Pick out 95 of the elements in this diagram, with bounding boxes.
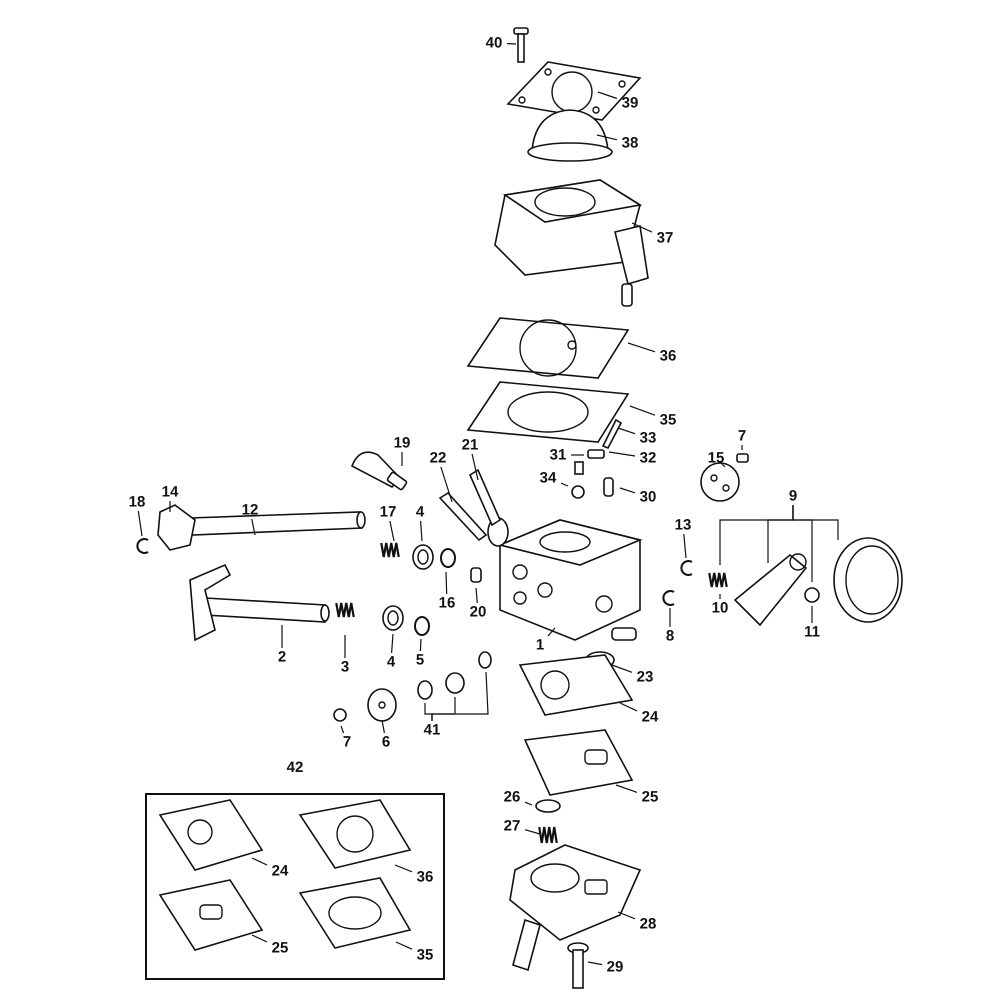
leader-line: [683, 534, 687, 558]
callout-number: 14: [162, 484, 178, 500]
leader-line: [620, 487, 636, 494]
leader-line: [618, 427, 636, 434]
callout-number: 3: [340, 660, 350, 674]
leader-line: [391, 634, 394, 654]
leader-line: [396, 941, 412, 950]
callout-number: 25: [272, 940, 288, 956]
leader-line: [389, 520, 395, 542]
leader-line: [251, 518, 256, 536]
callout-number: 31: [550, 448, 566, 462]
leader-line: [506, 43, 516, 45]
leader-line: [420, 638, 422, 652]
callout-number: 34: [540, 470, 556, 486]
leader-line: [632, 222, 652, 233]
leader-line: [741, 445, 743, 450]
leader-line: [598, 91, 618, 100]
leader-line: [547, 628, 556, 636]
callout-number: 9: [788, 488, 798, 504]
leader-line: [618, 911, 636, 920]
callout-number: 2: [278, 650, 286, 664]
leader-line: [628, 342, 656, 352]
callout-number: 39: [622, 96, 638, 110]
leader-line: [344, 635, 346, 658]
callout-number: 12: [242, 502, 258, 518]
leader-line: [608, 451, 636, 457]
leader-line: [420, 520, 423, 542]
callout-number: 27: [504, 818, 520, 834]
leader-line: [440, 466, 453, 502]
leader-line: [560, 482, 568, 487]
callout-number: 41: [424, 722, 440, 738]
callout-number: 32: [640, 450, 656, 466]
callout-number: 29: [606, 960, 624, 974]
leader-line: [472, 454, 479, 480]
callout-number: 17: [380, 504, 396, 520]
callout-number: 10: [712, 600, 728, 616]
callout-number: 35: [660, 412, 676, 428]
callout-number: 4: [416, 504, 424, 520]
leader-line: [616, 784, 638, 793]
leader-line: [445, 572, 448, 594]
leader-line: [669, 608, 671, 627]
callout-number: 5: [416, 652, 424, 668]
leader-line: [169, 501, 171, 512]
leader-line: [475, 588, 478, 604]
leader-line: [524, 829, 540, 835]
leader-line: [524, 802, 532, 806]
callout-number: 42: [286, 760, 304, 775]
callout-number: 7: [738, 428, 746, 444]
callout-number: 36: [416, 870, 434, 884]
leader-line: [138, 510, 143, 536]
callout-number: 22: [430, 450, 446, 466]
callout-number: 33: [640, 430, 656, 446]
callout-number: 11: [804, 624, 820, 640]
leader-line: [612, 664, 632, 673]
leader-line: [596, 134, 618, 140]
callout-number: 24: [272, 864, 288, 878]
callout-number: 8: [666, 628, 674, 644]
callout-number: 40: [486, 36, 502, 50]
leader-line: [381, 720, 385, 734]
leader-line: [252, 857, 268, 866]
callout-number: 37: [656, 230, 674, 246]
callout-number: 38: [622, 136, 638, 150]
callout-number: 6: [382, 734, 390, 750]
leader-line: [588, 961, 602, 966]
callout-number: 16: [438, 596, 456, 610]
callout-number: 13: [674, 518, 692, 532]
callout-number: 35: [416, 948, 434, 962]
leader-line: [792, 505, 839, 540]
leader-line: [252, 934, 268, 943]
callout-number: 1: [536, 638, 544, 652]
callout-number: 26: [504, 790, 520, 804]
callout-number: 19: [394, 436, 410, 450]
callout-number: 15: [708, 450, 724, 466]
leader-line: [720, 462, 726, 468]
callout-number: 18: [128, 494, 146, 510]
callout-number: 30: [640, 490, 656, 504]
callout-number: 24: [642, 710, 658, 724]
leader-line: [571, 454, 584, 456]
callout-number: 21: [462, 438, 478, 452]
leader-line: [811, 606, 813, 623]
leader-line: [630, 405, 656, 416]
callout-number: 28: [640, 916, 656, 932]
callout-number: 25: [642, 790, 658, 804]
leader-line: [401, 452, 403, 466]
leader-line: [394, 864, 412, 872]
leader-line: [620, 702, 638, 712]
callout-number: 36: [660, 348, 676, 364]
leader-line: [719, 594, 721, 599]
leader-line: [281, 625, 283, 648]
leader-line: [431, 672, 489, 721]
callout-number: 7: [342, 734, 352, 750]
leader-line: [340, 726, 344, 734]
callout-number: 23: [636, 670, 654, 684]
callout-number: 4: [386, 654, 396, 670]
callout-number: 20: [470, 604, 486, 620]
